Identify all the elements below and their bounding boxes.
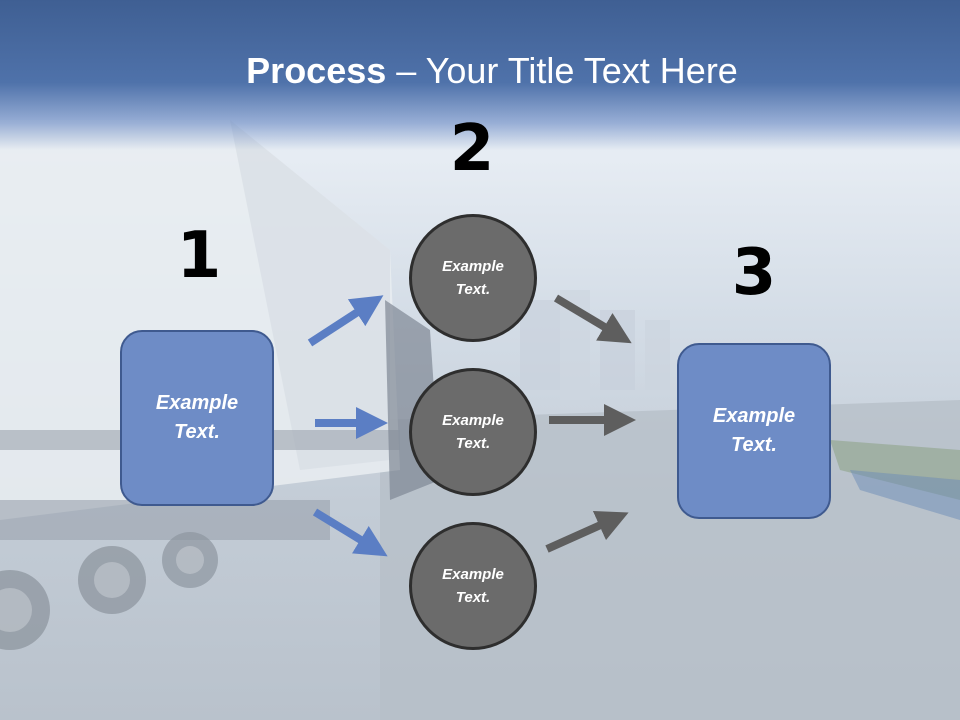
step-2-circle-middle-text: Example Text. [442, 412, 504, 452]
step-2-circle-bottom: Example Text. [409, 522, 537, 650]
arrow-blue-up [307, 295, 384, 347]
title-bold: Process [246, 50, 387, 91]
title-bar [0, 0, 960, 150]
step-1-box: Example Text. [120, 330, 274, 506]
arrow-gray-up [545, 510, 629, 553]
step-number-3: 3 [731, 236, 777, 310]
arrow-gray-down [553, 294, 632, 344]
step-1-text: Example Text. [155, 392, 239, 443]
step-2-circle-top-text: Example Text. [442, 258, 504, 298]
step-3-text: Example Text. [712, 405, 796, 456]
slide-title: Process – Your Title Text Here [0, 50, 960, 92]
step-2-circle-bottom-text: Example Text. [442, 566, 504, 606]
step-number-2: 2 [449, 112, 495, 186]
arrow-blue-down [312, 508, 388, 557]
title-rest: – Your Title Text Here [386, 50, 738, 91]
step-2-circle-middle: Example Text. [409, 368, 537, 496]
step-2-circle-top: Example Text. [409, 214, 537, 342]
step-number-1: 1 [176, 219, 222, 293]
step-3-box: Example Text. [677, 343, 831, 519]
